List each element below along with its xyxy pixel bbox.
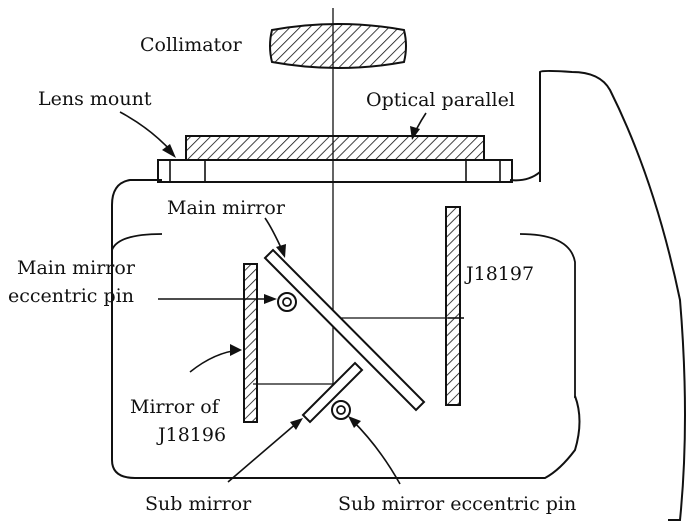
lens-mount-arrowhead: [162, 144, 176, 158]
sub-mirror-eccentric-pin-inner: [336, 405, 346, 415]
optical-parallel-arrowhead: [410, 126, 420, 140]
optical-parallel-plate: [185, 135, 485, 161]
j18196-arrowhead: [230, 344, 242, 356]
label-sub-mirror: Sub mirror: [145, 493, 252, 515]
sub-mirror-pin-leader: [351, 419, 401, 485]
body-top-right-curve: [509, 171, 541, 182]
camera-body-outline: [111, 70, 686, 521]
lens-mount: [157, 159, 513, 183]
label-main-mirror-pin-line2: eccentric pin: [8, 285, 134, 307]
sub-mirror-leader: [227, 421, 299, 483]
main-mirror: [263, 248, 426, 412]
label-j18197: J18197: [464, 263, 534, 285]
leader-lines: [119, 111, 464, 485]
label-main-mirror-pin-line1: Main mirror: [17, 257, 136, 279]
label-mirror-of-line2: J18196: [156, 424, 226, 446]
main-mirror-eccentric-pin: [277, 292, 297, 312]
sub-mirror-arrowhead: [290, 418, 303, 430]
sub-mirror-eccentric-pin: [331, 400, 351, 420]
mirror-box-outline: [111, 233, 576, 398]
main-mirror-pin-arrowhead: [264, 294, 277, 304]
label-sub-mirror-eccentric-pin: Sub mirror eccentric pin: [338, 493, 576, 515]
label-optical-parallel: Optical parallel: [366, 89, 515, 111]
sub-mirror: [301, 361, 364, 424]
main-mirror-eccentric-pin-inner: [282, 297, 292, 307]
collimator-lens: [269, 23, 407, 69]
main-mirror-arrowhead: [276, 244, 286, 258]
sub-mirror-pin-arrowhead: [348, 416, 361, 428]
label-lens-mount: Lens mount: [38, 88, 152, 110]
label-mirror-of-line1: Mirror of: [130, 396, 221, 418]
label-main-mirror: Main mirror: [167, 197, 286, 219]
arrowheads: [162, 126, 420, 430]
lens-mount-leader: [119, 111, 173, 153]
j18196-mirror: [243, 263, 258, 423]
label-collimator: Collimator: [140, 34, 243, 56]
j18197-mirror: [445, 206, 461, 406]
